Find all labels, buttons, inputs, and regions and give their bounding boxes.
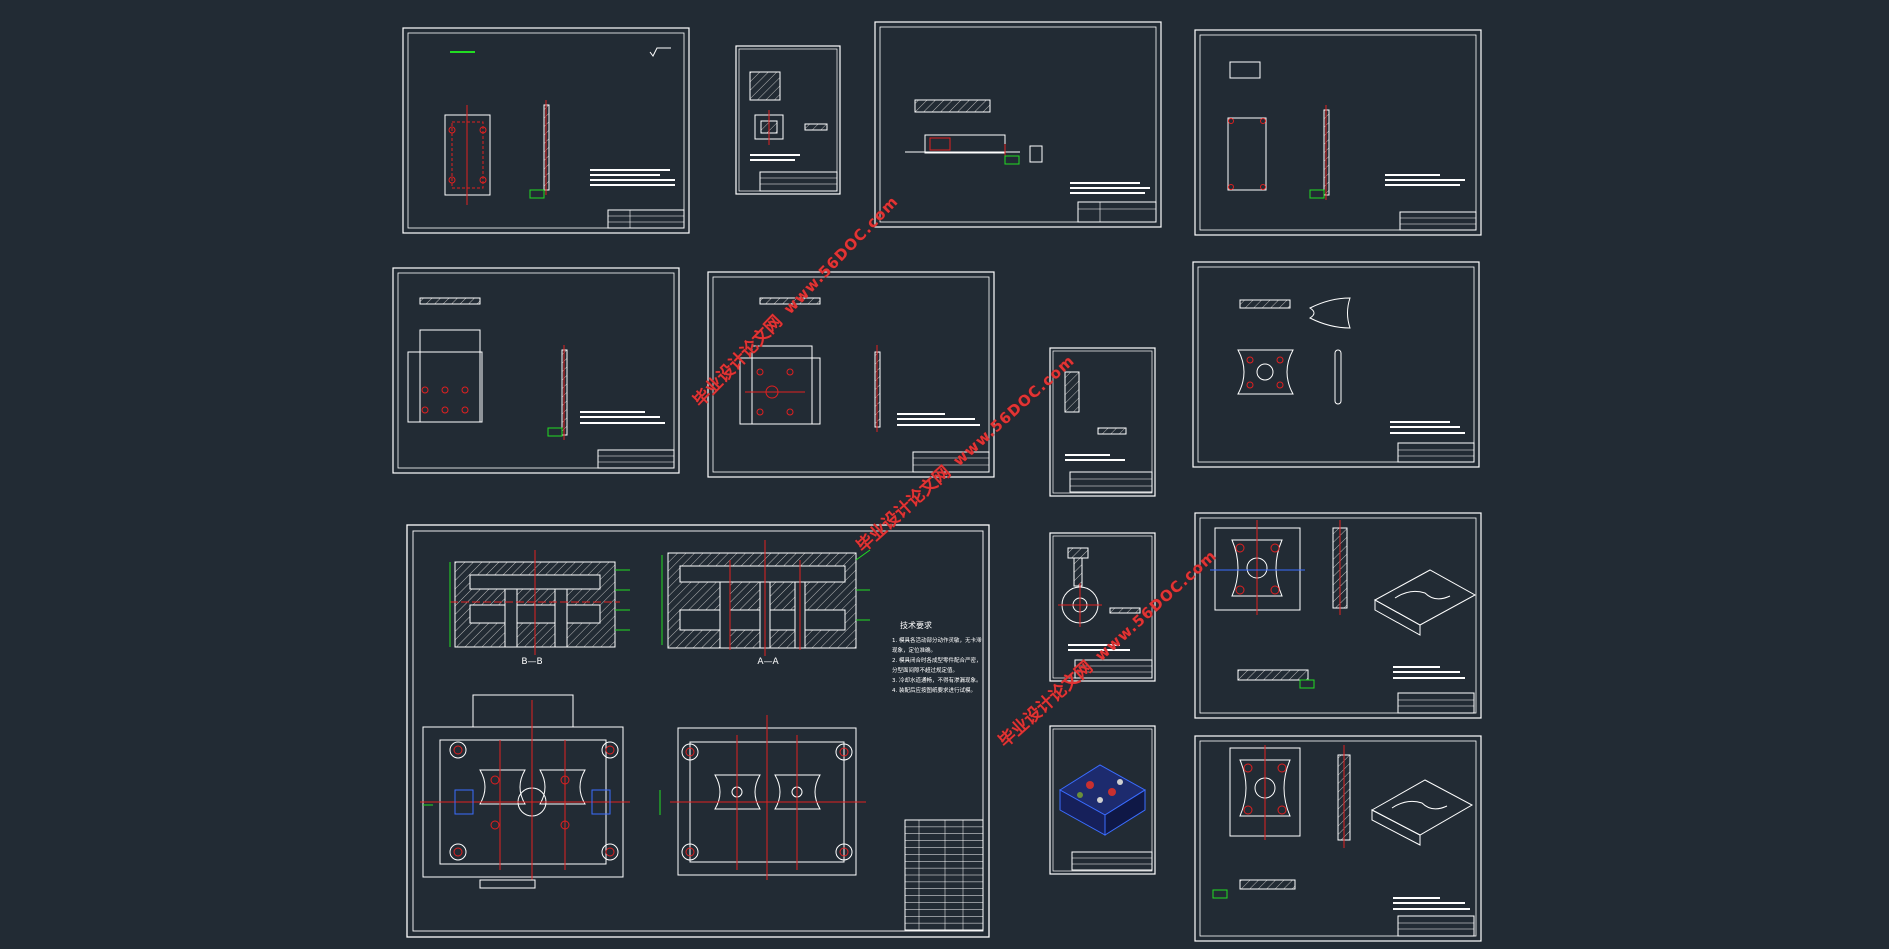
assembly-3d-render-icon [1059,764,1146,836]
drawing-sheet-12[interactable] [1194,735,1482,942]
drawing-sheet-7[interactable] [1049,347,1156,497]
drawing-sheet-4[interactable] [1194,29,1482,236]
roughness-symbol-icon [649,47,671,57]
tech-note-line: 3. 冷却水道通畅，不得有渗漏现象。 [892,676,982,684]
drawing-sheet-10-3d[interactable] [1049,725,1156,875]
drawing-sheet-2[interactable] [735,45,841,195]
tech-note-line: 分型面间隙不超过规定值。 [892,666,958,674]
section-label-a-a: A—A [757,657,779,667]
tech-notes-title: 技术要求 [900,620,932,630]
tech-note-line: 1. 模具各活动部分动作灵敏，无卡滞 [892,636,982,644]
drawing-sheet-1[interactable] [402,27,690,234]
tech-note-line: 现象，定位准确。 [892,646,936,654]
bill-of-materials-table [904,819,984,931]
drawing-sheet-5[interactable] [392,267,680,474]
plan-view-right [659,715,866,880]
plan-view-left [420,694,630,889]
section-view-b-b: B—B [449,550,630,667]
drawing-sheet-8[interactable] [1192,261,1480,468]
section-label-b-b: B—B [521,657,542,667]
section-view-a-a: A—A [661,540,871,667]
tech-note-line: 2. 模具闭合时各成型零件配合严密， [892,656,982,664]
drawing-sheet-9[interactable] [1049,532,1156,682]
technical-notes: 技术要求 1. 模具各活动部分动作灵敏，无卡滞 现象，定位准确。 2. 模具闭合… [892,620,982,694]
tech-note-line: 4. 装配后应按图纸要求进行试模。 [892,686,976,694]
drawing-sheet-11[interactable] [1194,512,1482,719]
assembly-drawing-sheet[interactable]: B—B A—A [406,524,990,938]
drawing-sheet-3[interactable] [874,21,1162,228]
drawing-sheet-6[interactable] [707,271,995,478]
